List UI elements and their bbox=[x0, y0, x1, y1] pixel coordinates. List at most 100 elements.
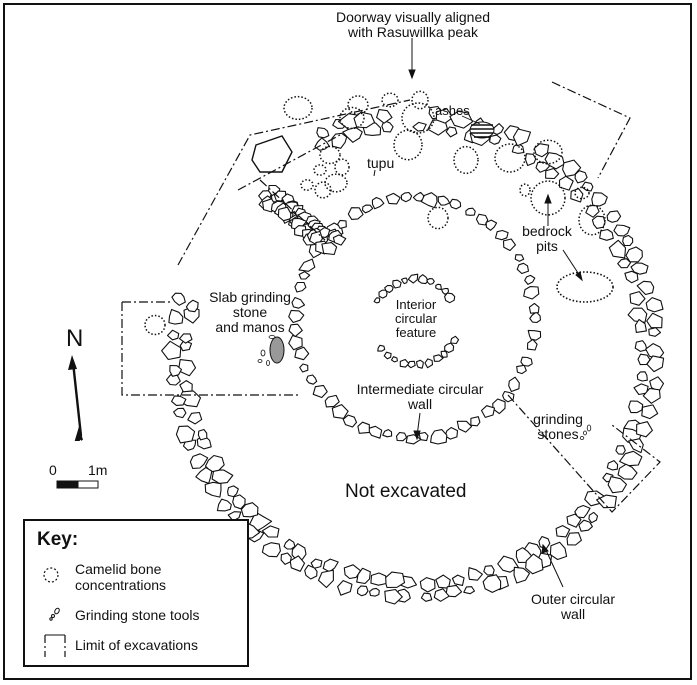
large-slab-stone bbox=[251, 135, 293, 173]
wall-stone bbox=[412, 121, 427, 132]
wall-stone bbox=[405, 434, 422, 445]
bone-concentration bbox=[519, 183, 531, 197]
wall-stone bbox=[385, 192, 401, 205]
intermediate-wall-label-line1: Intermediate circular bbox=[356, 381, 484, 397]
wall-stone bbox=[289, 555, 306, 572]
wall-stone bbox=[646, 312, 663, 329]
wall-stone bbox=[407, 273, 419, 284]
wall-stone bbox=[545, 167, 560, 180]
wall-stone bbox=[342, 126, 363, 143]
wall-stone bbox=[634, 318, 647, 333]
wall-stone bbox=[331, 404, 349, 419]
wall-stone bbox=[168, 308, 184, 325]
wall-stone bbox=[516, 262, 530, 275]
wall-stone bbox=[636, 280, 655, 296]
wall-stone bbox=[390, 356, 398, 363]
bedrock-pointer-2 bbox=[562, 249, 581, 277]
wall-stone bbox=[535, 161, 552, 173]
wall-stone bbox=[280, 552, 292, 565]
wall-stone bbox=[526, 338, 538, 351]
wall-stone bbox=[513, 566, 531, 584]
wall-stone bbox=[178, 333, 193, 344]
wall-stone bbox=[646, 355, 665, 373]
wall-stone bbox=[426, 278, 435, 285]
bone-concentration bbox=[314, 181, 332, 199]
wall-stone bbox=[591, 215, 606, 229]
wall-stone bbox=[491, 123, 505, 136]
wall-stone bbox=[288, 309, 305, 324]
bone-concentration bbox=[324, 173, 348, 193]
wall-stone bbox=[316, 127, 330, 139]
wall-stone bbox=[445, 126, 458, 138]
bone-concentration bbox=[319, 145, 341, 165]
wall-stone bbox=[524, 153, 537, 167]
bone-concentration bbox=[530, 180, 566, 216]
wall-stone bbox=[377, 344, 386, 352]
wall-stone bbox=[288, 334, 303, 351]
wall-stone bbox=[204, 454, 225, 473]
wall-stone bbox=[636, 421, 653, 438]
wall-stone bbox=[630, 262, 649, 275]
grinding-stones-cluster bbox=[579, 424, 592, 440]
wall-stone bbox=[175, 425, 196, 444]
bone-concentration bbox=[453, 145, 479, 175]
wall-stone bbox=[492, 398, 506, 415]
wall-stone bbox=[291, 543, 307, 560]
wall-stone bbox=[261, 542, 281, 558]
excavation-limit-northeast bbox=[551, 81, 631, 179]
wall-stone bbox=[527, 329, 542, 341]
doorway-label: Doorway visually aligned with Rasuwillka… bbox=[333, 10, 493, 40]
wall-stone bbox=[608, 239, 627, 259]
bedrock-pits-label-line1: bedrock bbox=[522, 223, 572, 239]
slab-grinding-label-line3: and manos bbox=[215, 319, 285, 335]
wall-stone bbox=[420, 592, 433, 602]
wall-stone bbox=[430, 429, 448, 445]
wall-stone bbox=[392, 279, 402, 289]
wall-stone bbox=[512, 128, 532, 147]
wall-stone bbox=[400, 277, 408, 285]
bone-concentration bbox=[574, 186, 590, 200]
wall-stone bbox=[424, 358, 434, 369]
camelid-bone-concentrations bbox=[144, 90, 606, 336]
outer-wall-label: Outer circular wall bbox=[518, 592, 628, 622]
wall-stone bbox=[596, 494, 617, 509]
wall-stone bbox=[566, 513, 582, 528]
grinding-stones-label-line2: stones bbox=[537, 426, 579, 442]
wall-stone bbox=[185, 299, 199, 313]
legend-item-excavation-limit: Limit of excavations bbox=[75, 637, 198, 653]
wall-stone bbox=[161, 340, 182, 361]
wall-stone bbox=[304, 564, 318, 580]
wall-stone bbox=[525, 553, 544, 575]
wall-stone bbox=[171, 292, 186, 306]
wall-stone bbox=[475, 213, 489, 226]
wall-stone bbox=[227, 511, 242, 522]
slab-grinding-label-line1: Slab grinding bbox=[209, 289, 291, 305]
wall-stone bbox=[645, 297, 664, 313]
excavation-limit-southeast bbox=[507, 394, 661, 513]
wall-stone bbox=[356, 585, 369, 597]
scale-start-label: 0 bbox=[49, 462, 57, 478]
bedrock-pits-label-line2: pits bbox=[536, 238, 558, 254]
wall-stone bbox=[189, 453, 209, 469]
excavation-limit-northwest bbox=[177, 99, 411, 266]
wall-stone bbox=[298, 271, 311, 280]
wall-stone bbox=[588, 511, 599, 524]
wall-stone bbox=[613, 224, 631, 237]
wall-stone bbox=[195, 466, 213, 484]
wall-stone bbox=[489, 134, 502, 145]
wall-stone bbox=[482, 574, 502, 593]
wall-stone bbox=[416, 359, 424, 369]
wall-stone bbox=[324, 394, 340, 408]
outer-circular-wall bbox=[161, 105, 665, 605]
ashes-label: ashes bbox=[435, 103, 470, 118]
wall-stone bbox=[450, 335, 460, 345]
wall-stone bbox=[294, 281, 307, 293]
north-label: N bbox=[66, 325, 84, 352]
grinding-stones-label: grinding stones bbox=[530, 412, 586, 442]
legend-item-grinding-stone: Grinding stone tools bbox=[75, 607, 200, 623]
wall-stone bbox=[317, 569, 334, 589]
bone-concentration bbox=[533, 139, 563, 165]
interior-feature-label-line3: feature bbox=[395, 325, 437, 340]
wall-stone bbox=[628, 438, 644, 454]
bone-concentration bbox=[494, 143, 526, 173]
